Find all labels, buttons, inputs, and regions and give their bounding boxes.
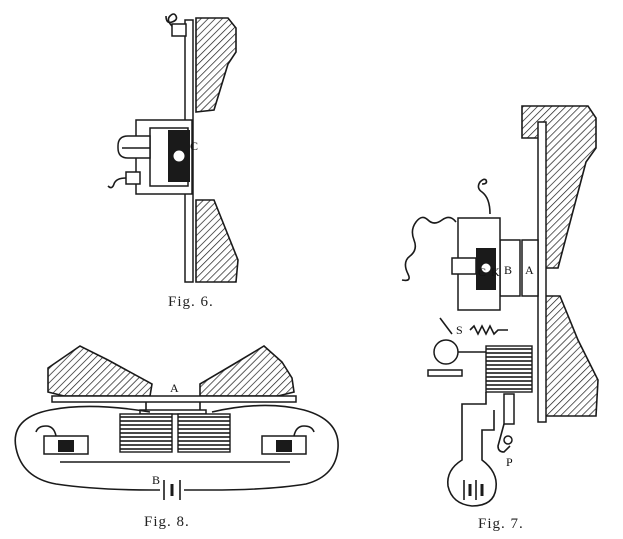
fig8-left-mouthpiece xyxy=(47,345,153,397)
fig7-armature xyxy=(497,423,511,453)
fig7-lower-housing xyxy=(543,295,599,417)
fig8-caption: Fig. 8. xyxy=(144,514,190,530)
fig6-caption: Fig. 6. xyxy=(168,294,214,310)
fig7-spring xyxy=(469,324,508,336)
fig6-contact-disc xyxy=(172,149,186,163)
fig6-adjusting-screw xyxy=(117,135,151,159)
fig6-lower-wire xyxy=(107,177,127,189)
fig7-label-p: P xyxy=(506,455,513,469)
fig8-right-coil xyxy=(177,413,231,453)
figure-8: A B Fig. 8. xyxy=(14,345,339,530)
fig6-top-screw xyxy=(171,23,187,37)
fig8-right-mouthpiece xyxy=(199,345,295,397)
fig7-block-a xyxy=(521,239,539,297)
figure-7: A B C K S P Fig. xyxy=(401,105,599,532)
fig6-lower-housing xyxy=(195,199,239,283)
fig7-diaphragm xyxy=(537,121,547,423)
fig8-left-coil xyxy=(119,413,173,453)
fig7-label-c: C xyxy=(478,265,486,279)
fig8-right-wire xyxy=(293,425,315,437)
fig8-outer-loop xyxy=(14,404,339,491)
fig7-lever xyxy=(439,317,453,335)
fig6-lower-terminal xyxy=(125,171,141,185)
fig8-left-wire xyxy=(35,425,57,437)
fig8-left-receiver-core xyxy=(58,440,74,452)
fig7-pivot xyxy=(503,435,513,445)
fig7-label-s: S xyxy=(456,323,463,337)
fig8-label-a: A xyxy=(170,381,179,395)
fig7-dial xyxy=(433,339,459,365)
fig7-battery-loop xyxy=(446,392,498,507)
fig7-label-b: B xyxy=(504,263,512,277)
fig7-adjusting-screw xyxy=(451,257,477,275)
fig6-label-c: C xyxy=(190,139,198,153)
fig8-label-b: B xyxy=(152,473,160,487)
fig7-label-k: K xyxy=(491,265,500,279)
fig7-coiled-wire xyxy=(401,216,457,282)
fig8-crossbar xyxy=(139,409,207,415)
fig7-contact-disc xyxy=(480,262,492,274)
fig8-right-receiver-core xyxy=(276,440,292,452)
fig6-top-wire xyxy=(165,13,178,27)
fig7-label-a: A xyxy=(525,263,534,277)
fig7-caption: Fig. 7. xyxy=(478,516,524,532)
fig7-top-wire xyxy=(477,178,491,215)
fig7-upper-housing xyxy=(521,105,597,269)
fig7-core-stem xyxy=(503,393,515,425)
fig6-upper-housing xyxy=(195,17,237,113)
fig7-dial-base xyxy=(427,369,463,377)
fig8-diaphragm xyxy=(51,395,297,403)
fig7-electromagnet-coil xyxy=(485,345,533,393)
figure-6: C Fig. 6. xyxy=(107,13,239,310)
